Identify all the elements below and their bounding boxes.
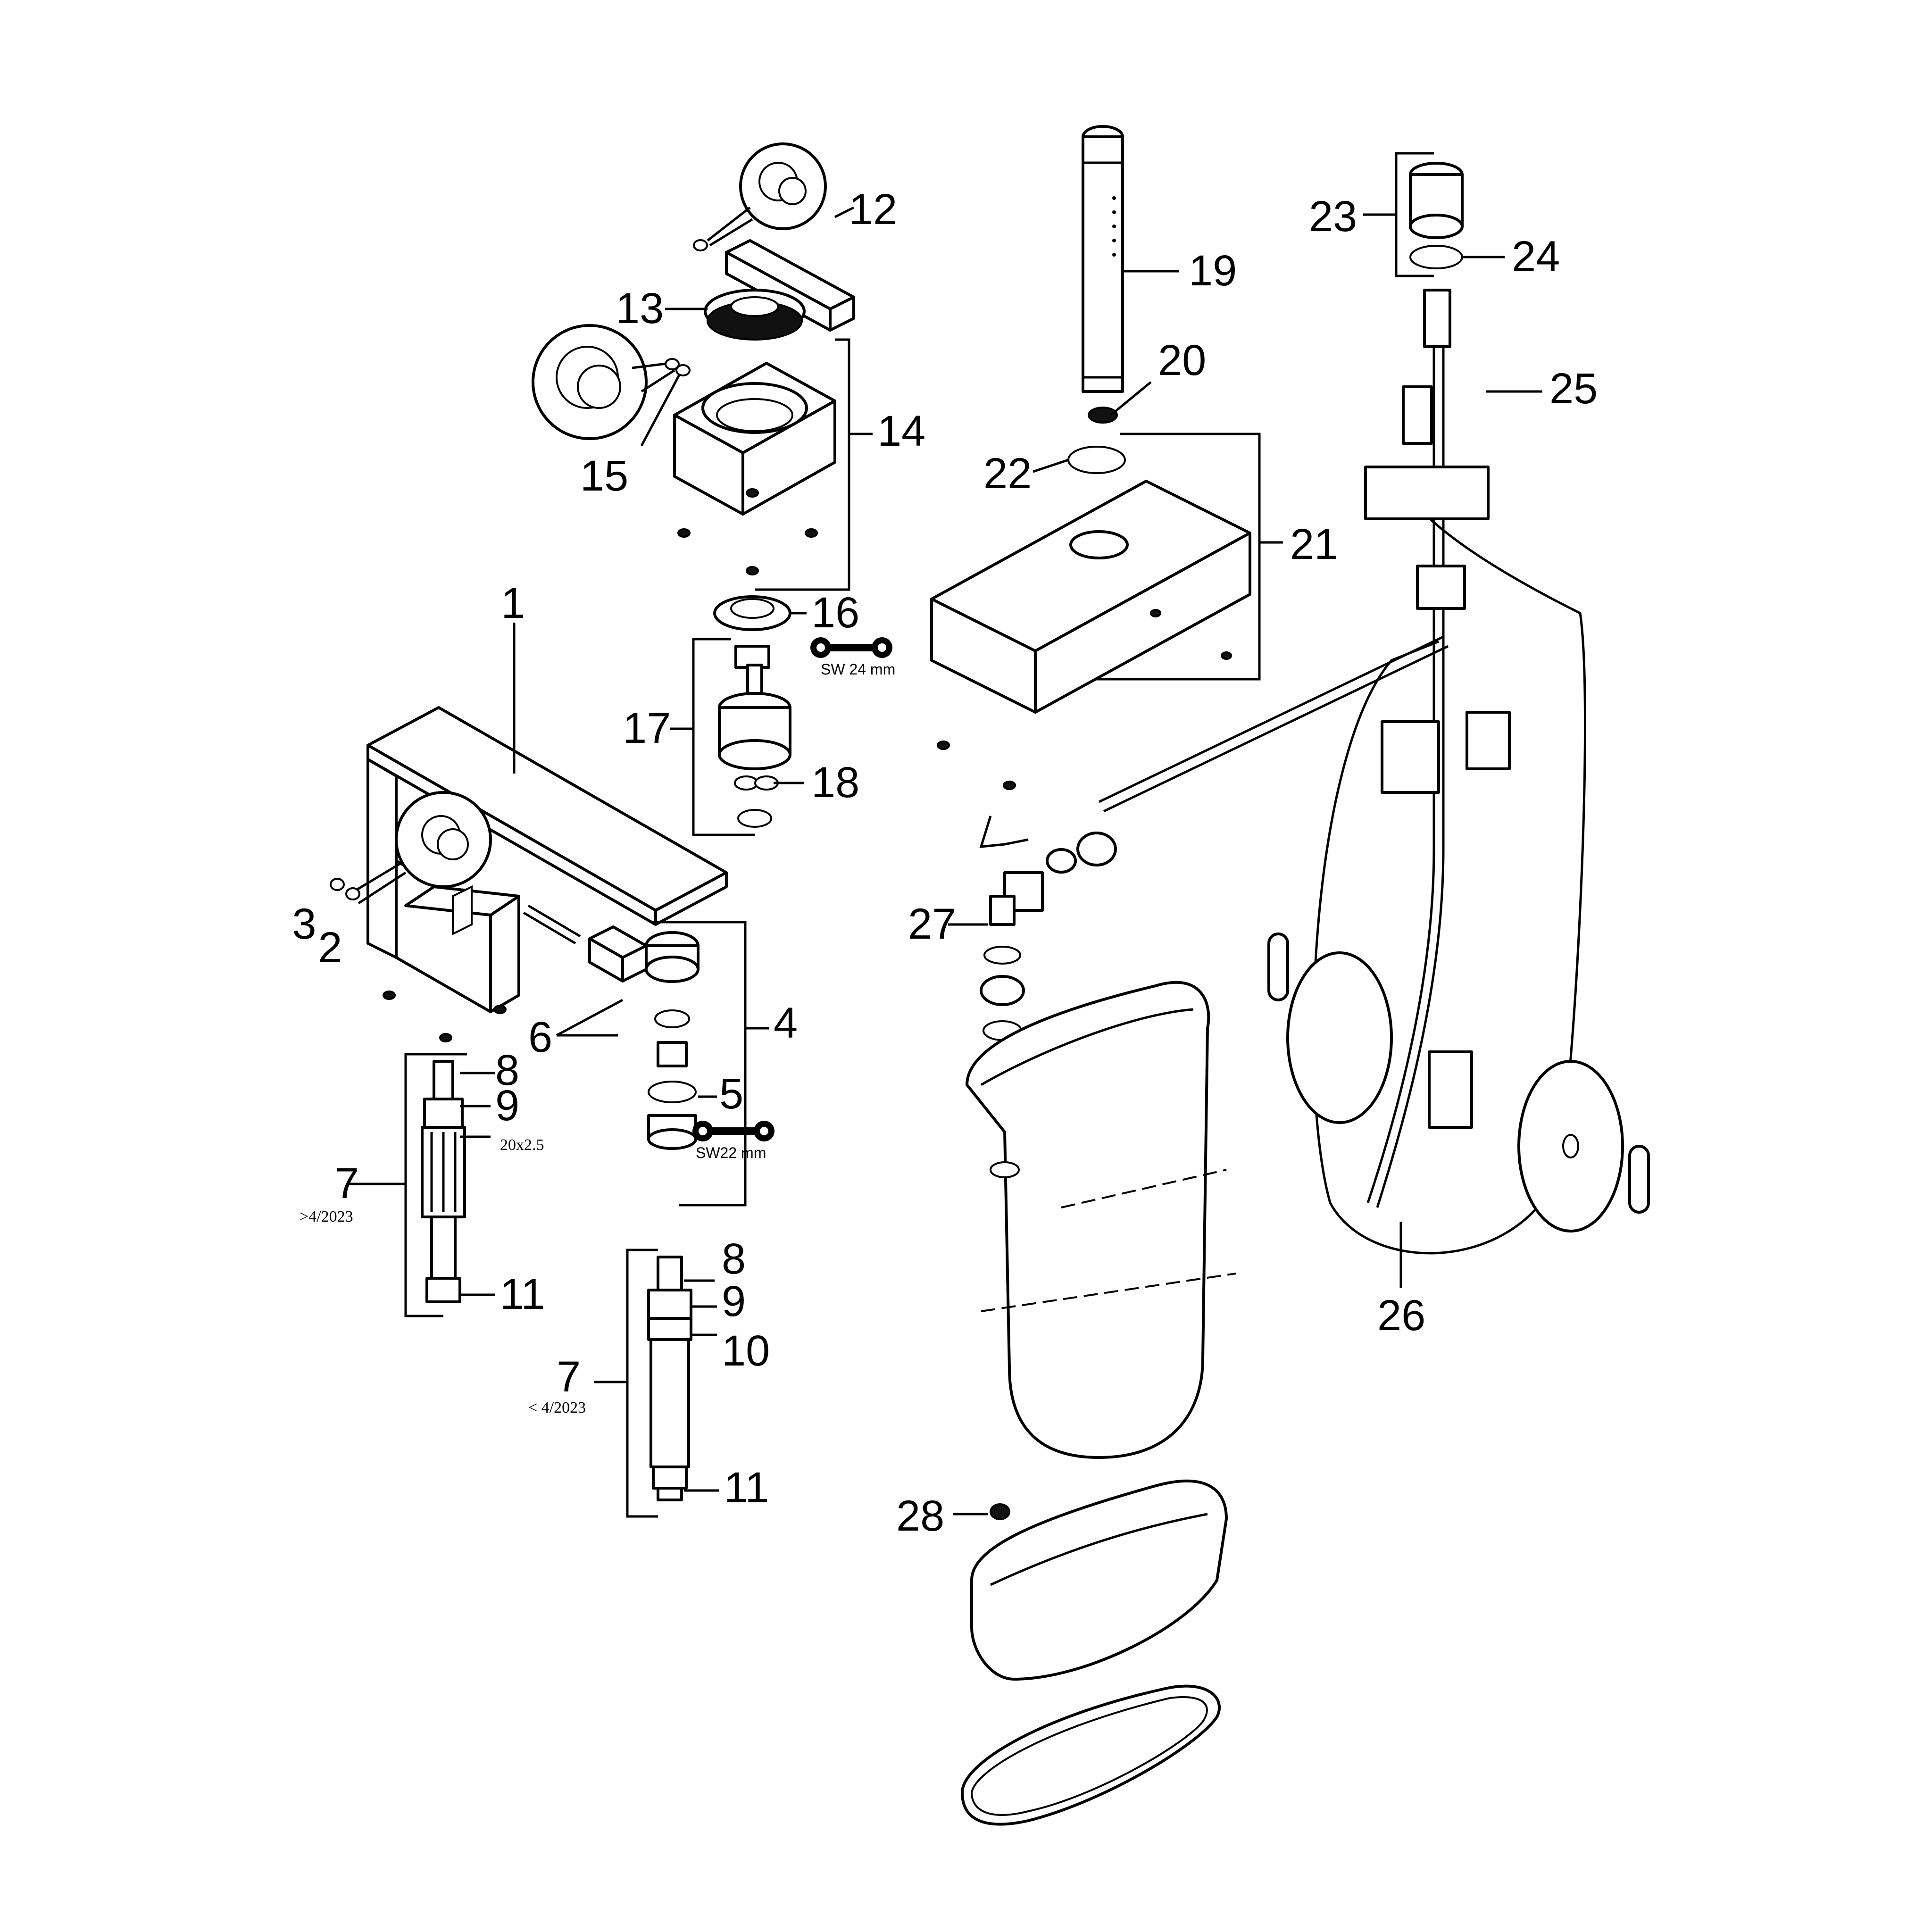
hose-sleeve-oring: [1409, 245, 1463, 269]
callout-3: 3: [292, 900, 316, 948]
hand-shower: [1082, 125, 1124, 393]
flow-cartridge-new: [421, 1060, 466, 1303]
callout-5: 5: [719, 1070, 743, 1118]
leader-lines: [349, 152, 1542, 1518]
callout-15: 15: [580, 452, 628, 500]
loose-feet: [937, 741, 1016, 790]
flow-cartridge-old: [647, 1256, 692, 1501]
spout-detail-magnifier: [353, 791, 492, 905]
hose-wheel: [1286, 951, 1624, 1232]
callout-19: 19: [1189, 247, 1237, 295]
callout-4: 4: [774, 999, 798, 1047]
callout-24: 24: [1512, 233, 1560, 281]
ceramic-cartridge: [718, 645, 791, 828]
callout-26: 26: [1377, 1291, 1425, 1340]
mixer-feet: [677, 488, 818, 575]
connector-parts: [645, 931, 700, 1150]
connector-pin: [523, 904, 648, 983]
callout-18: 18: [811, 758, 859, 807]
spout-feet: [383, 991, 507, 1042]
callout-9-old: 9: [722, 1277, 746, 1325]
lever-detail-magnifier: [693, 142, 827, 251]
aerator-screw: [330, 878, 360, 900]
shower-holder-block: [930, 480, 1251, 714]
callout-2: 2: [318, 924, 342, 972]
callout-9-new: 9: [495, 1082, 519, 1130]
sealing-gasket: [961, 1684, 1221, 1826]
wrench-icon: [810, 637, 892, 658]
spout-body: [366, 706, 728, 1013]
callout-11-new: 11: [500, 1270, 545, 1318]
callout-25: 25: [1549, 365, 1598, 413]
mounting-frame: [970, 1479, 1228, 1681]
callout-7-new: 7: [335, 1159, 359, 1208]
shower-oring: [1067, 446, 1126, 474]
shower-washer: [1088, 407, 1118, 424]
hose-clips: [1364, 385, 1511, 1129]
callout-23: 23: [1309, 192, 1357, 241]
callout-8-old: 8: [722, 1235, 746, 1283]
callout-21: 21: [1290, 520, 1338, 568]
callout-7-old: 7: [557, 1353, 581, 1401]
wrench-icon: [692, 1121, 774, 1141]
oring-size-note: 20x2.5: [500, 1136, 544, 1154]
callout-11-old: 11: [724, 1464, 769, 1512]
callout-27: 27: [908, 900, 956, 948]
callout-10: 10: [722, 1327, 770, 1375]
callout-28: 28: [896, 1492, 944, 1540]
callout-22: 22: [983, 450, 1032, 498]
date-after-note: >4/2023: [300, 1208, 353, 1225]
concealed-housing: [966, 981, 1236, 1459]
callout-1: 1: [501, 579, 525, 627]
callout-17: 17: [623, 704, 671, 752]
date-before-note: < 4/2023: [528, 1399, 586, 1416]
wall-brackets: [1267, 933, 1650, 1214]
callout-6: 6: [528, 1013, 552, 1061]
callout-12: 12: [849, 185, 897, 233]
callout-13: 13: [616, 284, 664, 333]
bonnet-nut: [713, 595, 791, 631]
hose-connection: [979, 816, 1117, 1041]
mixer-body-cube: [673, 362, 836, 516]
callout-14: 14: [877, 407, 925, 455]
wrench-24-note: SW 24 mm: [821, 661, 895, 678]
callout-20: 20: [1158, 336, 1206, 384]
callout-16: 16: [811, 589, 859, 637]
hose-sleeve: [1409, 162, 1464, 239]
housing-plug: [990, 1503, 1010, 1520]
body-detail-magnifier: [532, 324, 691, 440]
callout-8-new: 8: [495, 1046, 519, 1094]
wrench-22-note: SW22 mm: [696, 1144, 766, 1161]
lever-base: [704, 289, 806, 341]
